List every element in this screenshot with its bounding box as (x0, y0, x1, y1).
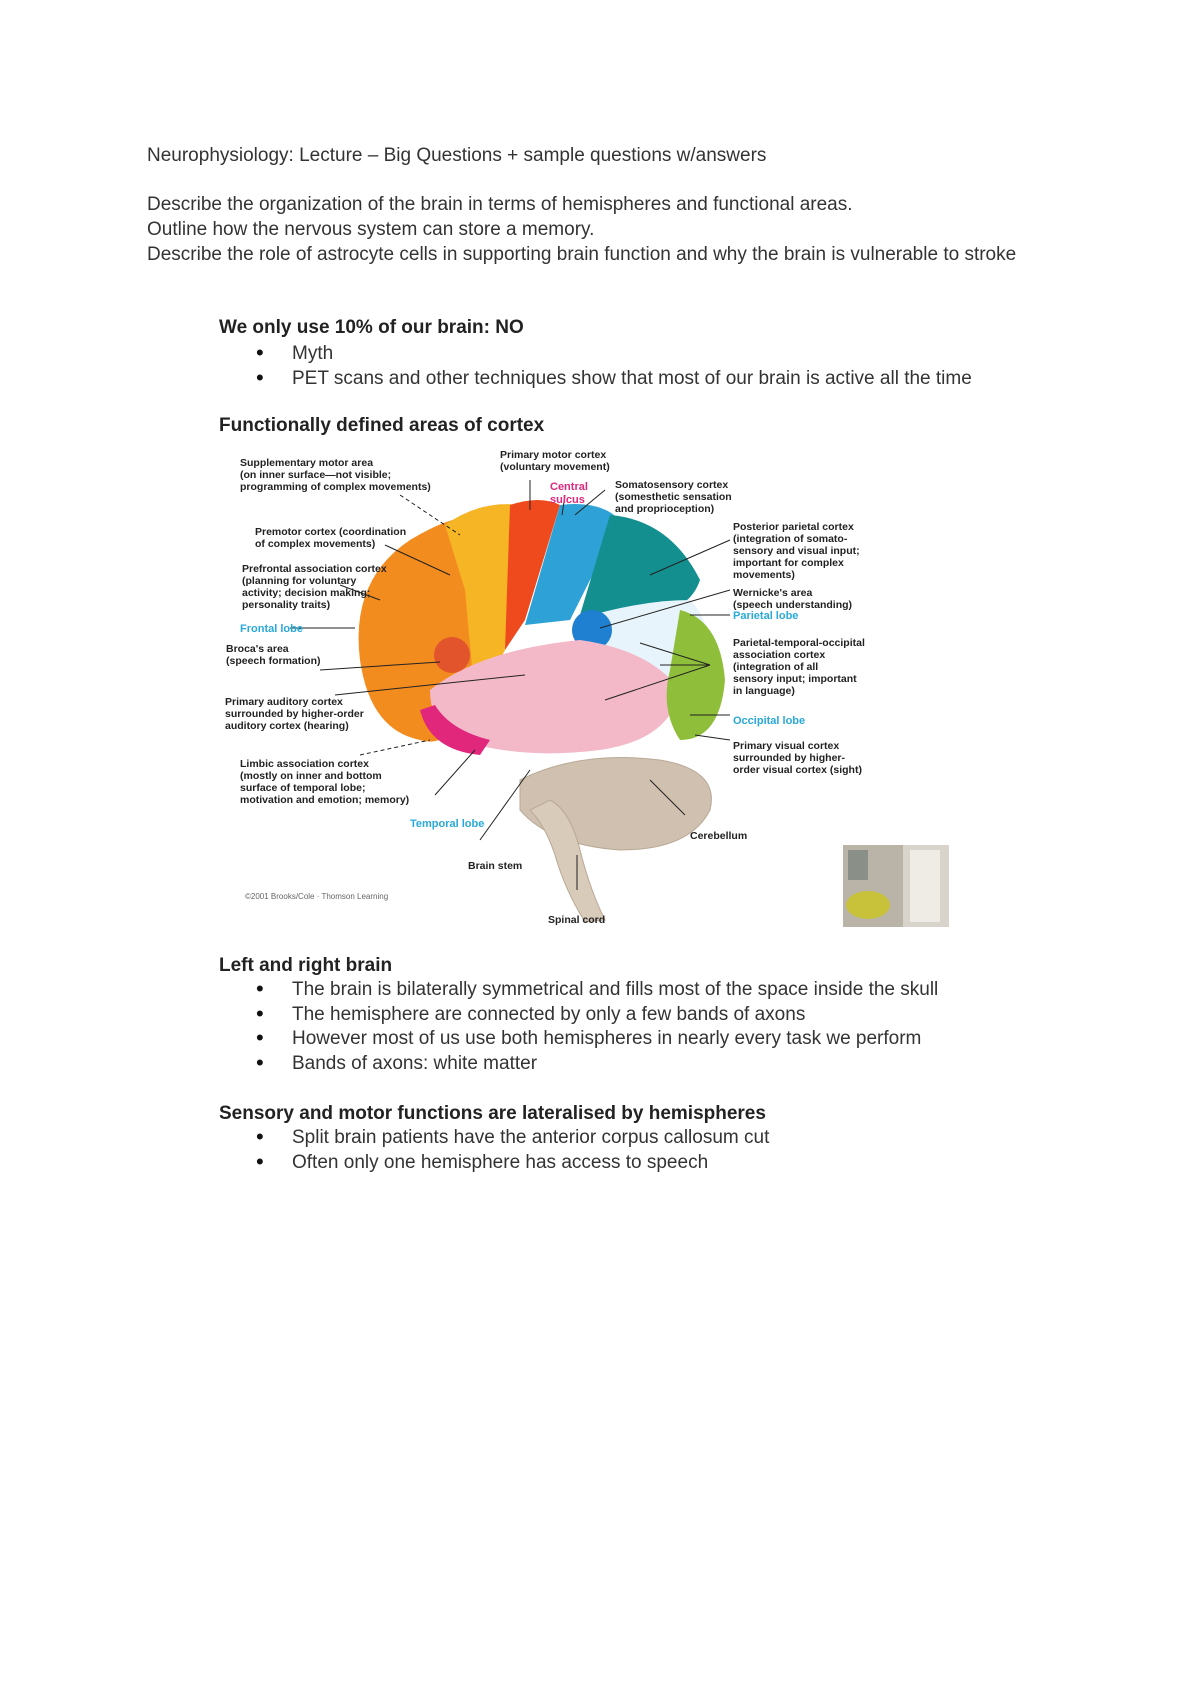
big-question-1: Describe the organization of the brain i… (147, 194, 853, 215)
label-frontal-lobe: Frontal lobe (240, 623, 303, 635)
label-posterior-parietal: Posterior parietal cortex (integration o… (733, 521, 863, 581)
motor-region (505, 500, 560, 650)
leader-line (399, 494, 461, 536)
label-parietal-lobe: Parietal lobe (733, 610, 798, 622)
occipital-region (666, 610, 725, 740)
diagram-labels: Supplementary motor area (on inner surfa… (225, 450, 868, 926)
leader-line (319, 661, 441, 671)
section-heading-10-percent: We only use 10% of our brain: NO (219, 317, 524, 338)
label-limbic-association: Limbic association cortex (mostly on inn… (240, 758, 409, 806)
label-temporal-lobe: Temporal lobe (410, 818, 484, 830)
premotor-region (445, 504, 520, 700)
document-title: Neurophysiology: Lecture – Big Questions… (147, 145, 767, 166)
temporal-region (430, 640, 680, 754)
section-heading-cortex-areas: Functionally defined areas of cortex (219, 415, 545, 436)
leader-line (599, 589, 731, 629)
leader-line (334, 674, 526, 696)
leader-line (574, 489, 606, 516)
leader-line (604, 664, 711, 701)
list-item: PET scans and other techniques show that… (256, 366, 972, 392)
list-item: The brain is bilaterally symmetrical and… (256, 977, 938, 1003)
broca-region (434, 637, 470, 673)
list-item: The hemisphere are connected by only a f… (256, 1002, 938, 1028)
section-heading-lateralised: Sensory and motor functions are laterali… (219, 1103, 766, 1124)
leader-line (639, 642, 711, 666)
list-item: Myth (256, 341, 972, 367)
label-primary-auditory: Primary auditory cortex surrounded by hi… (225, 696, 367, 732)
label-pto-cortex: Parietal-temporal-occipital association … (733, 637, 868, 697)
leader-line (561, 494, 566, 516)
thumbnail-photo (843, 845, 949, 927)
label-premotor: Premotor cortex (coordination of complex… (255, 526, 409, 550)
label-spinal-cord: Spinal cord (548, 914, 605, 926)
label-primary-motor: Primary motor cortex (voluntary movement… (500, 450, 610, 473)
leader-line (434, 749, 476, 796)
parietal-region (580, 515, 700, 615)
label-somatosensory: Somatosensory cortex (somesthetic sensat… (615, 479, 735, 515)
brain-stem-region (529, 799, 606, 923)
label-brain-stem: Brain stem (468, 860, 522, 872)
bullet-list-lateralised: Split brain patients have the anterior c… (256, 1125, 769, 1176)
wernicke-region (572, 610, 612, 650)
limbic-region (420, 705, 490, 755)
label-brocas-area: Broca's area (speech formation) (226, 643, 321, 667)
label-occipital-lobe: Occipital lobe (733, 715, 805, 727)
bullet-list-10-percent: Myth PET scans and other techniques show… (256, 341, 972, 392)
big-question-3: Describe the role of astrocyte cells in … (147, 244, 1017, 265)
label-cerebellum: Cerebellum (690, 830, 747, 842)
leader-lines (290, 480, 731, 890)
label-prefrontal: Prefrontal association cortex (planning … (242, 563, 390, 611)
leader-line (479, 769, 531, 841)
leader-line (694, 734, 731, 741)
label-central-sulcus: Central sulcus (550, 481, 591, 506)
leader-line (359, 739, 431, 756)
bullet-list-left-right-brain: The brain is bilaterally symmetrical and… (256, 977, 938, 1077)
list-item: Often only one hemisphere has access to … (256, 1150, 769, 1176)
list-item: Bands of axons: white matter (256, 1051, 938, 1077)
label-supplementary-motor: Supplementary motor area (on inner surfa… (240, 457, 431, 493)
brain-diagram-svg: Supplementary motor area (on inner surfa… (225, 450, 949, 927)
leader-line (649, 779, 686, 816)
leader-line (384, 544, 451, 576)
somatosensory-region (525, 504, 620, 625)
section-heading-left-right-brain: Left and right brain (219, 955, 393, 976)
brain-illustration (358, 500, 725, 923)
list-item: However most of us use both hemispheres … (256, 1026, 938, 1052)
brain-diagram: Supplementary motor area (on inner surfa… (220, 450, 960, 950)
big-question-2: Outline how the nervous system can store… (147, 219, 595, 240)
list-item: Split brain patients have the anterior c… (256, 1125, 769, 1151)
label-primary-visual: Primary visual cortex surrounded by high… (733, 740, 862, 776)
label-wernicke: Wernicke's area (speech understanding) (733, 587, 852, 611)
figure-copyright: ©2001 Brooks/Cole · Thomson Learning (245, 892, 388, 901)
leader-line (339, 584, 381, 601)
leader-line (649, 539, 731, 576)
